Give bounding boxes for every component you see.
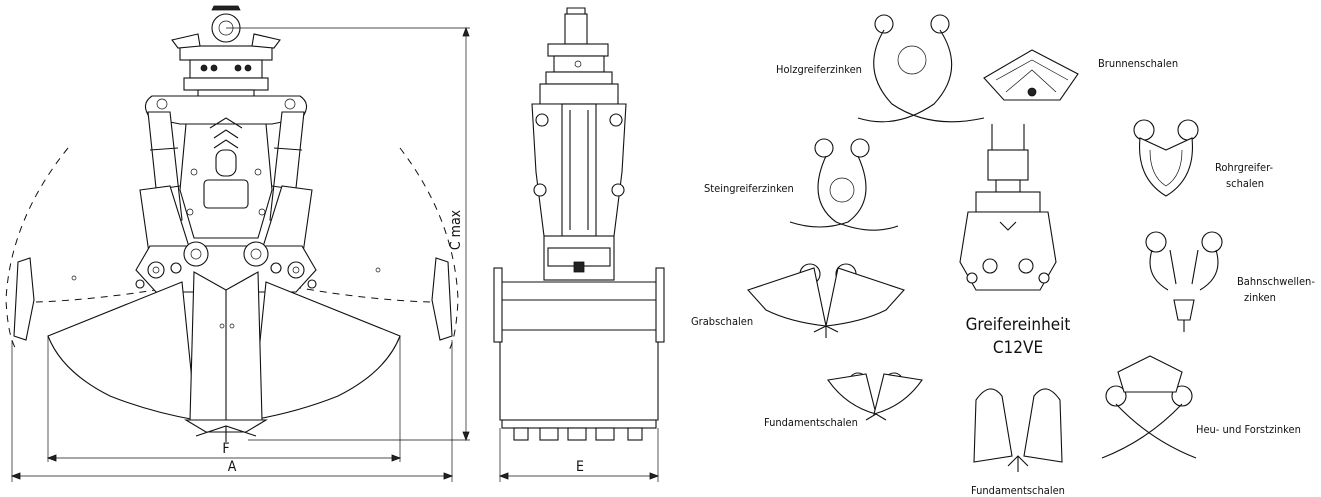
- variant-fundamentschalen-left: [827, 372, 923, 421]
- variant-grabschalen: [747, 263, 905, 338]
- variant-fundamentschalen-bottom: [973, 388, 1063, 472]
- center-title-line1: Greifereinheit: [966, 315, 1071, 335]
- label-heu-forstzinken: Heu- und Forstzinken: [1196, 423, 1301, 436]
- variant-bahnschwellenzinken: [1145, 231, 1223, 332]
- label-bahnschwellenzinken-2: zinken: [1244, 291, 1276, 304]
- label-rohrgreiferschalen-2: schalen: [1226, 177, 1264, 190]
- shell-left: [47, 281, 197, 421]
- label-steingreiferzinken: Steingreiferzinken: [704, 182, 794, 195]
- open-shell-arc-left: [5, 147, 69, 353]
- variant-brunnenschalen: [983, 49, 1079, 101]
- label-bahnschwellenzinken-1: Bahnschwellen-: [1237, 275, 1315, 288]
- variant-holzgreiferzinken: [857, 14, 985, 123]
- side-view: E: [493, 7, 665, 482]
- label-fundamentschalen-left: Fundamentschalen: [764, 416, 858, 429]
- variant-steingreiferzinken: [789, 138, 899, 231]
- label-brunnenschalen: Brunnenschalen: [1098, 57, 1178, 70]
- dim-f: F: [222, 441, 229, 457]
- open-shell-arc-right: [399, 147, 459, 353]
- center-greifereinheit: [959, 124, 1057, 291]
- label-holzgreiferzinken: Holzgreiferzinken: [776, 63, 862, 76]
- variant-rohrgreiferschalen: [1133, 119, 1199, 197]
- dim-a: A: [228, 459, 237, 475]
- shell-right: [251, 281, 401, 421]
- label-grabschalen: Grabschalen: [691, 315, 753, 328]
- center-title-line2: C12VE: [993, 338, 1043, 358]
- variant-heu-forstzinken: [1101, 355, 1197, 459]
- front-view: C max F A: [5, 5, 470, 482]
- bucket-side: [499, 281, 659, 421]
- label-fundamentschalen-bottom: Fundamentschalen: [971, 484, 1065, 497]
- label-rohrgreiferschalen-1: Rohrgreifer-: [1215, 161, 1273, 174]
- dim-e: E: [576, 459, 584, 475]
- dim-c-max: C max: [448, 209, 464, 250]
